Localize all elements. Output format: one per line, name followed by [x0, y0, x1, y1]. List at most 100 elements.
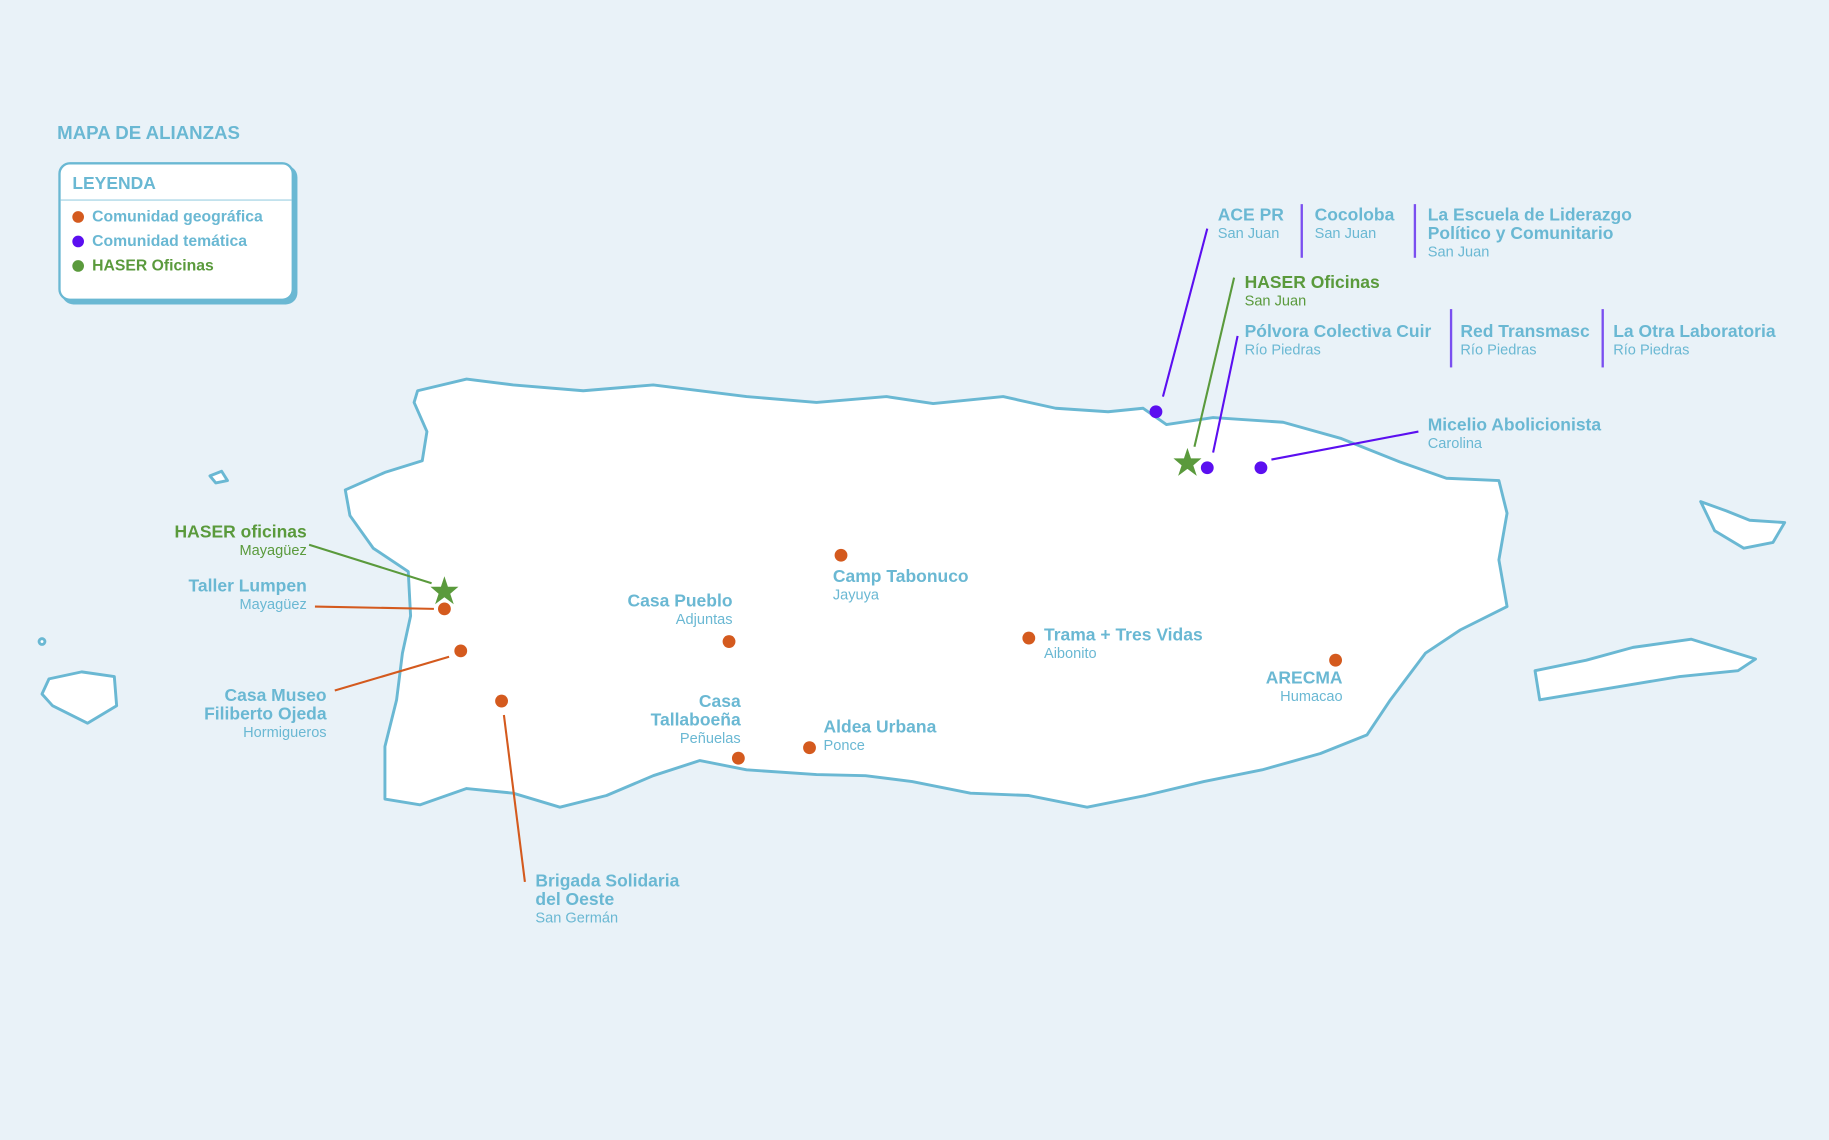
- culebra-island: [1699, 500, 1787, 550]
- legend-label: Comunidad temática: [92, 232, 248, 250]
- green-dot-icon: [72, 259, 84, 272]
- marker-trama[interactable]: [1022, 631, 1036, 645]
- name: Político y Comunitario: [1427, 223, 1614, 244]
- name: Pólvora Colectiva Cuir: [1244, 321, 1432, 342]
- place: San Germán: [535, 909, 619, 927]
- place: San Juan: [1427, 243, 1490, 261]
- leader-polvora: [1212, 335, 1239, 453]
- name: Red Transmasc: [1460, 321, 1590, 342]
- name: Trama + Tres Vidas: [1043, 625, 1203, 646]
- name: HASER oficinas: [174, 522, 307, 543]
- marker-brigada[interactable]: [495, 694, 508, 708]
- marker-micelio[interactable]: [1254, 461, 1268, 475]
- place: Peñuelas: [679, 730, 741, 747]
- puerto-rico-main-island: [343, 377, 1509, 809]
- leader-ace: [1161, 228, 1209, 397]
- marker-aldea[interactable]: [803, 741, 816, 755]
- name: Aldea Urbana: [823, 717, 937, 738]
- name: Cocoloba: [1314, 205, 1395, 226]
- place: Ponce: [823, 737, 865, 754]
- marker-pueblo[interactable]: [722, 635, 736, 648]
- legend-label: HASER Oficinas: [92, 256, 214, 275]
- name: Casa: [698, 691, 741, 712]
- marker-museo[interactable]: [454, 644, 468, 658]
- legend-item-thematic: Comunidad temática: [72, 232, 291, 250]
- place: Río Piedras: [1613, 341, 1690, 359]
- place: Río Piedras: [1244, 341, 1321, 359]
- orange-dot-icon: [72, 210, 84, 223]
- place: Humacao: [1280, 688, 1343, 705]
- leader-haser-may: [308, 543, 432, 585]
- marker-tabonuco[interactable]: [834, 548, 848, 562]
- place: Aibonito: [1043, 645, 1097, 662]
- name: del Oeste: [535, 890, 615, 910]
- legend-heading: LEYENDA: [60, 164, 292, 201]
- place: Hormigueros: [243, 724, 327, 741]
- name: Casa Pueblo: [627, 591, 733, 612]
- name: ACE PR: [1217, 205, 1284, 226]
- name: Casa Museo: [224, 685, 327, 706]
- marker-taller[interactable]: [438, 602, 451, 616]
- leader-taller: [314, 605, 434, 610]
- mona-island: [40, 670, 119, 725]
- divider: [1449, 309, 1452, 368]
- legend-item-geographic: Comunidad geográfica: [72, 208, 291, 225]
- leader-brigada: [502, 714, 526, 882]
- name: ARECMA: [1265, 668, 1343, 689]
- name: Tallaboeña: [650, 710, 741, 731]
- place: Jayuya: [832, 586, 880, 604]
- desecheo-island: [208, 469, 229, 485]
- name: Filiberto Ojeda: [204, 704, 327, 725]
- place: Carolina: [1427, 435, 1483, 452]
- name: Camp Tabonuco: [832, 566, 969, 587]
- map-title: MAPA DE ALIANZAS: [57, 123, 240, 144]
- purple-dot-icon: [72, 235, 84, 247]
- place: Mayagüez: [239, 596, 307, 613]
- marker-ace[interactable]: [1149, 405, 1163, 419]
- leader-haser-sj: [1193, 277, 1236, 447]
- divider: [1300, 204, 1303, 258]
- leader-micelio: [1271, 430, 1419, 461]
- place: Mayagüez: [239, 542, 307, 559]
- divider: [1601, 309, 1604, 368]
- star-haser-sj[interactable]: [1173, 447, 1202, 476]
- star-haser-may[interactable]: [430, 576, 459, 605]
- place: San Juan: [1217, 225, 1280, 242]
- leader-museo: [334, 655, 450, 692]
- name: HASER Oficinas: [1244, 272, 1380, 293]
- vieques-island: [1533, 637, 1757, 702]
- place: Adjuntas: [675, 611, 733, 628]
- name: La Otra Laboratoria: [1613, 321, 1776, 342]
- marker-arecma[interactable]: [1329, 653, 1343, 667]
- divider: [1413, 204, 1416, 258]
- marker-tallaboena[interactable]: [731, 751, 745, 765]
- islet: [37, 637, 47, 646]
- name: Taller Lumpen: [188, 576, 307, 597]
- name: Micelio Abolicionista: [1427, 415, 1602, 436]
- place: Río Piedras: [1460, 341, 1537, 359]
- marker-rio-piedras[interactable]: [1200, 461, 1214, 475]
- legend-label: Comunidad geográfica: [92, 207, 263, 226]
- name: La Escuela de Liderazgo: [1427, 205, 1632, 226]
- name: Brigada Solidaria: [535, 871, 680, 892]
- legend-item-haser: HASER Oficinas: [72, 257, 291, 274]
